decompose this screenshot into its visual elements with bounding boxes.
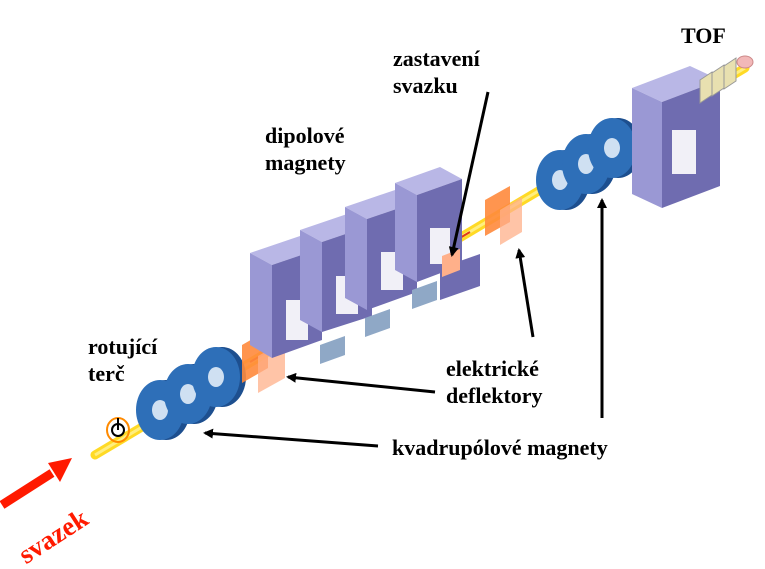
rotating-target	[106, 417, 130, 443]
label-tof: TOF	[681, 23, 726, 48]
label-rotating-target: rotující terč	[88, 334, 158, 386]
arrow-deflector-2	[515, 248, 535, 338]
label-beam-stop: zastavení svazku	[393, 46, 480, 98]
label-quadrupole-magnets: kvadrupólové magnety	[392, 435, 608, 460]
tof-detector	[699, 55, 754, 104]
arrow-deflector-1	[286, 372, 436, 394]
label-dipole-magnets: dipolové magnety	[265, 123, 346, 175]
beam-direction-arrow	[0, 458, 72, 509]
quadrupole-triplet-exit	[536, 118, 642, 210]
pointer-arrows	[203, 91, 607, 448]
label-electric-deflectors: elektrické deflektory	[446, 356, 543, 408]
arrow-quadrupole-1	[203, 428, 379, 448]
arrow-beam-stop	[448, 91, 490, 257]
final-dipole-magnet	[632, 66, 720, 208]
electric-deflector-2	[485, 186, 522, 245]
quadrupole-triplet-entrance	[136, 347, 246, 440]
